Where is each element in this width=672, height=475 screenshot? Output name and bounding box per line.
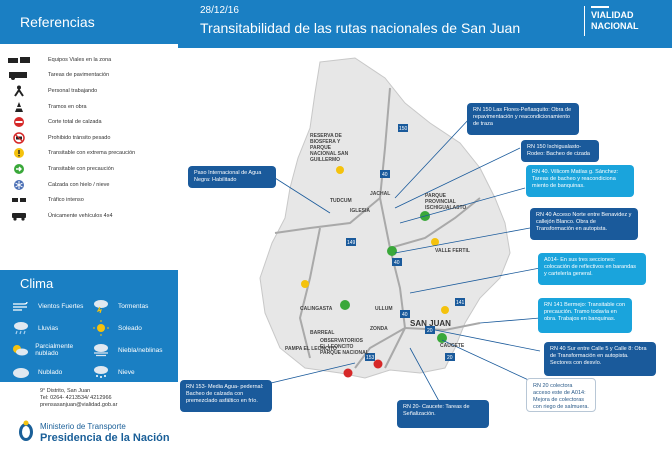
- route-shield: 149: [347, 240, 356, 246]
- page-title: Transitabilidad de las rutas nacionales …: [200, 20, 521, 36]
- cloud-icon: [10, 364, 32, 380]
- callout-rn153: RN 153- Media Agua- pedernal: Bacheo de …: [180, 380, 272, 412]
- wind-icon: [10, 298, 32, 314]
- callout-rn40-sur: RN 40 Sur entre Calle 5 y Calle 8: Obra …: [544, 342, 656, 376]
- 4x4-icon: [6, 210, 32, 222]
- map-canvas: 150 40 149 40 20 141 153 20 40: [249, 57, 541, 404]
- sun-marker: [336, 166, 344, 174]
- place-label: OBSERVATORIOS EL LEONCITO PARQUE NACIONA…: [320, 338, 369, 356]
- caution-marker: [387, 246, 397, 256]
- place-label: CAUCETE: [440, 343, 465, 349]
- worker-icon: [6, 85, 32, 97]
- caution-marker: [437, 333, 447, 343]
- cone-icon: [6, 101, 32, 113]
- sun-marker: [441, 306, 449, 314]
- vialidad-logo: VIALIDAD NACIONAL: [584, 6, 668, 36]
- route-shield: 20: [427, 328, 433, 334]
- place-label: SAN JUAN: [410, 319, 451, 328]
- sun-icon: [90, 320, 112, 336]
- place-label: IGLESIA: [350, 208, 371, 214]
- road-closed-marker: [373, 359, 383, 369]
- road-equipment-icon: [6, 54, 32, 66]
- ref-item: Personal trabajando: [6, 83, 176, 99]
- ref-item: Tareas de pavimentación: [6, 68, 176, 84]
- place-label: CALINGASTA: [300, 306, 333, 312]
- clima-grid: Vientos Fuertes Tormentas Lluvias Solead…: [10, 296, 175, 382]
- storm-icon: [90, 298, 112, 314]
- callout-rn150-ischigualasto: RN 150 Ischigualasto-Rodeo: Bacheo de ci…: [521, 140, 599, 162]
- traffic-icon: [6, 194, 32, 206]
- route-shield: 20: [447, 355, 453, 361]
- clima-item: Niebla/neblinas: [90, 340, 170, 360]
- callout-rn20-caucete: RN 20- Caucete: Tareas de Señalización.: [397, 400, 489, 428]
- snow-icon: [90, 364, 112, 380]
- route-shield: 150: [399, 126, 408, 132]
- place-label: ULLUM: [375, 306, 393, 312]
- clima-item: Lluvias: [10, 318, 90, 338]
- place-label: RESERVA DE BIOSFERA Y PARQUE NACIONAL SA…: [310, 133, 349, 163]
- sun-marker: [301, 280, 309, 288]
- place-label: PAMPA EL LEONCITO: [285, 346, 337, 352]
- place-label: JACHAL: [370, 191, 391, 197]
- road-closed-marker: [343, 368, 353, 378]
- route-shield: 40: [394, 260, 400, 266]
- warning-icon: [6, 147, 32, 159]
- ref-item: Tráfico intenso: [6, 192, 176, 208]
- no-trucks-icon: [6, 132, 32, 144]
- place-label: VALLE FERTIL: [435, 248, 470, 254]
- paving-icon: [6, 69, 32, 81]
- place-label: TUDCUM: [330, 198, 352, 204]
- route-shield: 141: [456, 300, 465, 306]
- clima-item: Tormentas: [90, 296, 170, 316]
- callout-rn40-acceso-norte: RN 40 Acceso Norte entre Benavidez y cal…: [530, 208, 638, 240]
- caution-marker: [340, 300, 350, 310]
- route-shield: 153: [366, 355, 375, 361]
- callout-a014: A014- En sus tres secciones: colocación …: [538, 253, 646, 285]
- ministry-logo: Ministerio de Transporte Presidencia de …: [18, 420, 170, 447]
- clima-panel: Clima Vientos Fuertes Tormentas Lluvias …: [0, 270, 178, 382]
- callout-agua-negra: Paso Internacional de Agua Negra: Habili…: [188, 166, 276, 188]
- route-shield: 40: [382, 172, 388, 178]
- route-shield: 40: [402, 312, 408, 318]
- callout-rn141: RN 141 Bermejo: Transitable con precauci…: [538, 298, 632, 333]
- clima-item: Soleado: [90, 318, 170, 338]
- callout-rn150-flores: RN 150 Las Flores-Peñasquito: Obra de re…: [467, 103, 579, 135]
- clima-item: Nieve: [90, 362, 170, 382]
- referencias-panel: Referencias Equipos Viales en la zona Ta…: [0, 0, 178, 262]
- ref-item: Transitable con precaución: [6, 161, 176, 177]
- ref-item: Tramos en obra: [6, 99, 176, 115]
- partly-cloudy-icon: [10, 342, 29, 358]
- caution-arrow-icon: [6, 163, 32, 175]
- ref-item: Corte total de calzada: [6, 114, 176, 130]
- referencias-list: Equipos Viales en la zona Tareas de pavi…: [6, 52, 176, 224]
- sun-marker: [431, 238, 439, 246]
- report-date: 28/12/16: [200, 5, 239, 16]
- contact-info: 9° Distrito, San Juan Tel: 0264- 4213534…: [40, 388, 118, 408]
- province-map: 150 40 149 40 20 141 153 20 40: [180, 48, 672, 475]
- ref-item: Únicamente vehículos 4x4: [6, 208, 176, 224]
- road-closed-icon: [6, 116, 32, 128]
- place-label: PARQUE PROVINCIAL ISCHIGUALASTO: [425, 193, 467, 211]
- callout-rn20-colectora: RN 20 colectora acceso este de A014: Mej…: [526, 378, 596, 412]
- ref-item: Equipos Viales en la zona: [6, 52, 176, 68]
- clima-item: Parcialmente nublado: [10, 340, 90, 360]
- referencias-title: Referencias: [0, 0, 178, 44]
- coat-of-arms-icon: [19, 420, 33, 441]
- clima-item: Nublado: [10, 362, 90, 382]
- fog-icon: [90, 342, 112, 358]
- ref-item: Prohibido tránsito pesado: [6, 130, 176, 146]
- place-label: ZONDA: [370, 326, 388, 332]
- map-markers: [301, 166, 449, 378]
- callout-rn40-villicom: RN 40. Villicom Matías g. Sánchez: Tarea…: [526, 165, 634, 197]
- place-label: BARREAL: [310, 330, 335, 336]
- snowflake-icon: [6, 179, 32, 191]
- ref-item: Transitable con extrema precaución: [6, 146, 176, 162]
- clima-item: Vientos Fuertes: [10, 296, 90, 316]
- clima-title: Clima: [20, 276, 54, 291]
- rain-icon: [10, 320, 32, 336]
- ref-item: Calzada con hielo / nieve: [6, 177, 176, 193]
